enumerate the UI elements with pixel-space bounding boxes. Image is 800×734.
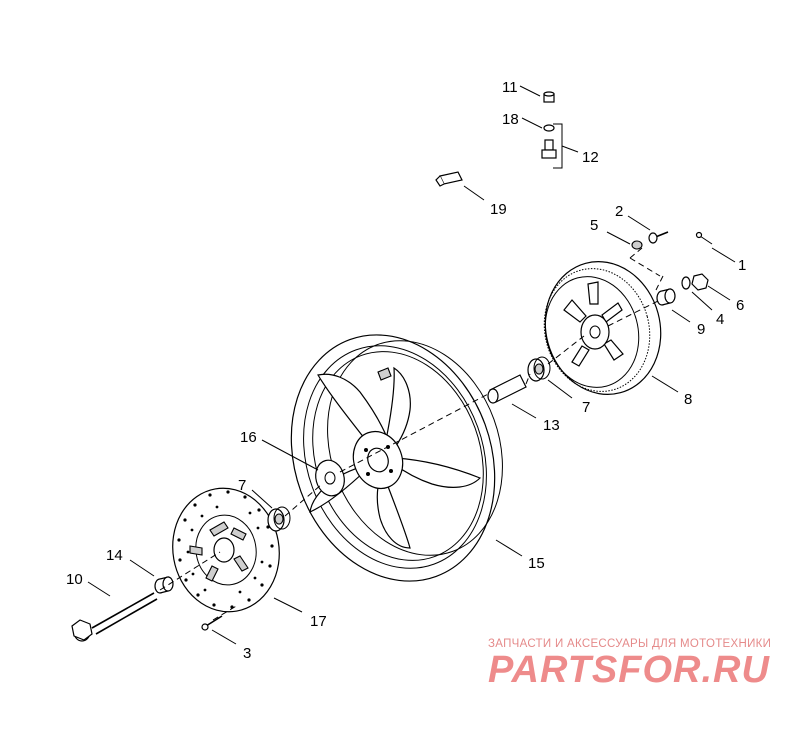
callout-5: 5	[590, 217, 598, 234]
callout-labels: 1 2 3 4 5 6 7 7 8 9 10 11 12 13 14 15 16…	[66, 79, 746, 662]
pulley-bolt-2	[648, 231, 669, 244]
callout-11: 11	[502, 79, 518, 96]
washer-4	[681, 276, 691, 290]
callout-13: 13	[543, 417, 560, 434]
callout-12: 12	[582, 149, 599, 166]
valve-washer-18	[543, 124, 555, 132]
callout-4: 4	[716, 311, 724, 328]
valve-cap-11	[543, 91, 555, 103]
callout-15: 15	[528, 555, 545, 572]
hub-spacer-plate	[315, 459, 345, 497]
wheel-spokes	[309, 366, 482, 549]
callout-10: 10	[66, 571, 83, 588]
disc-vent-holes	[177, 490, 274, 609]
callout-9: 9	[697, 321, 705, 338]
callout-18: 18	[502, 111, 519, 128]
callout-6: 6	[736, 297, 744, 314]
callout-17: 17	[310, 613, 327, 630]
spacer-9	[656, 288, 676, 306]
washer-5	[631, 240, 643, 250]
callout-1: 1	[738, 257, 746, 274]
axle-spacer	[154, 576, 174, 594]
callout-14: 14	[106, 547, 123, 564]
brake-disc	[172, 487, 280, 613]
bracket-12	[553, 123, 563, 169]
axle-nut-6	[691, 273, 709, 291]
assembly-centerlines	[159, 247, 664, 621]
leader-lines	[87, 85, 736, 645]
watermark: ЗАПЧАСТИ И АКСЕССУАРЫ ДЛЯ МОТОТЕХНИКИ PA…	[488, 638, 798, 690]
hub-spacer-hole	[324, 471, 336, 485]
callout-2: 2	[615, 203, 623, 220]
watermark-brand-logo: PARTSFOR.RU	[488, 649, 770, 691]
axle-bolt	[71, 592, 158, 642]
cotter-pin-1	[695, 231, 713, 245]
callout-7-left: 7	[238, 477, 246, 494]
callout-19: 19	[490, 201, 507, 218]
callout-7-right: 7	[582, 399, 590, 416]
axle-sleeve	[487, 374, 527, 404]
callout-16: 16	[240, 429, 257, 446]
bearing-left	[267, 506, 291, 532]
callout-3: 3	[243, 645, 251, 662]
drive-pulley	[543, 261, 662, 395]
bearing-right	[527, 356, 551, 382]
disc-bolt	[201, 615, 223, 631]
valve-stem-12	[541, 139, 557, 159]
callout-8: 8	[684, 391, 692, 408]
balance-weight-19	[435, 171, 463, 187]
watermark-tagline: ЗАПЧАСТИ И АКСЕССУАРЫ ДЛЯ МОТОТЕХНИКИ	[488, 638, 772, 650]
